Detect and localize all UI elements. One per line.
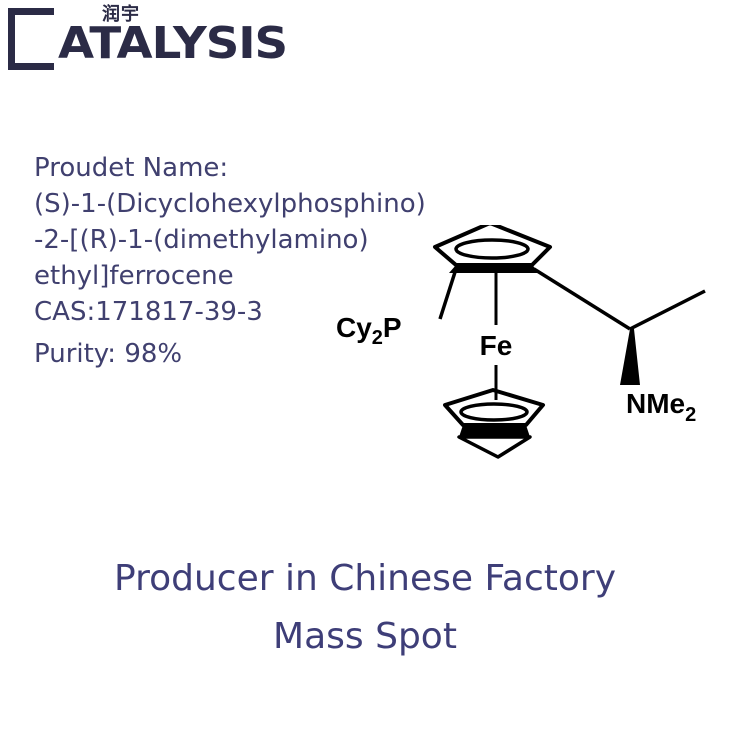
- amine-label: NMe2: [626, 388, 696, 426]
- lower-cp-ring: [443, 388, 545, 459]
- logo-wordmark: ATALYSIS: [58, 18, 288, 69]
- product-name-label: Proudet Name:: [34, 153, 229, 183]
- footer-line-1: Producer in Chinese Factory: [114, 558, 616, 599]
- wedge-bond: [620, 329, 640, 385]
- cas-number: CAS:171817-39-3: [34, 297, 263, 327]
- p-group-label: Cy2P: [336, 312, 402, 349]
- ferrocene-structure: Cy2P Fe NMe2: [336, 225, 706, 459]
- product-info: Proudet Name: (S)-1-(Dicyclohexylphosphi…: [34, 150, 426, 372]
- methyl-bond: [629, 289, 706, 331]
- chain-bond: [533, 267, 631, 331]
- upper-cp-ring: [433, 225, 552, 273]
- iron-label: Fe: [480, 330, 513, 361]
- logo-c-bracket: [8, 8, 54, 70]
- company-logo: 润宇 ATALYSIS: [8, 0, 328, 80]
- footer-line-2: Mass Spot: [273, 616, 457, 657]
- purity: Purity: 98%: [34, 339, 183, 369]
- product-name-line-1: (S)-1-(Dicyclohexylphosphino): [34, 189, 426, 219]
- p-bond: [438, 268, 458, 320]
- product-name-line-3: ethyl]ferrocene: [34, 261, 234, 291]
- logo-chinese-text: 润宇: [102, 4, 140, 25]
- product-name-line-2: -2-[(R)-1-(dimethylamino): [34, 225, 369, 255]
